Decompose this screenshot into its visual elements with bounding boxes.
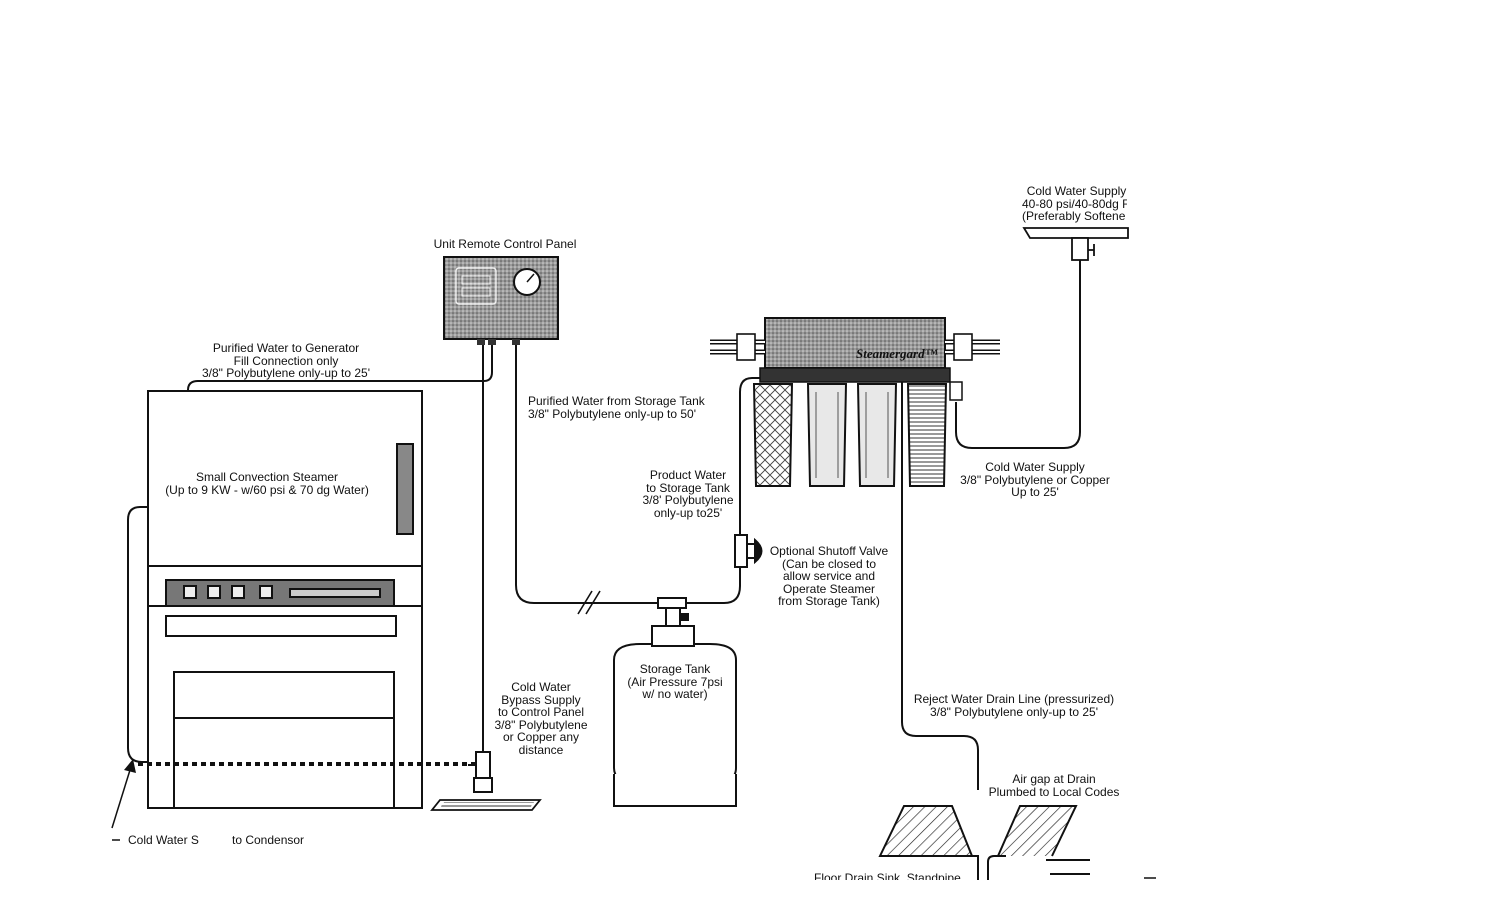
shutoff-valve-icon: [734, 534, 763, 568]
filter-cartridge-icon: [806, 383, 848, 487]
cold-supply-mid-label: Cold Water Supply 3/8" Polybutylene or C…: [960, 460, 1110, 499]
remote-control-panel: [443, 256, 559, 345]
purified-from-tank-line: [515, 342, 662, 604]
steamergard-brand: Steamergard™: [856, 346, 938, 361]
steamer-label: Small Convection Steamer (Up to 9 KW - w…: [165, 470, 369, 497]
convection-steamer: [147, 390, 423, 809]
filter-cartridge-icon: [906, 383, 948, 487]
shutoff-valve-label: Optional Shutoff Valve (Can be closed to…: [769, 544, 889, 608]
reject-drain-label: Reject Water Drain Line (pressurized) 3/…: [913, 692, 1115, 719]
condensor-label-b: to Condensor: [232, 833, 305, 847]
condensor-label-a: Cold Water S: [128, 833, 199, 847]
storage-tank: [613, 597, 737, 807]
purified-to-generator-label: Purified Water to Generator Fill Connect…: [202, 341, 370, 380]
storage-tank-label: Storage Tank (Air Pressure 7psi w/ no wa…: [627, 662, 723, 701]
purified-from-tank-label: Purified Water from Storage Tank 3/8" Po…: [528, 394, 705, 421]
air-gap-label: Air gap at Drain Plumbed to Local Codes: [988, 772, 1120, 799]
remote-panel-label: Unit Remote Control Panel: [433, 237, 577, 251]
condensor-arrow: [111, 769, 131, 829]
steamergard-unit: [710, 317, 1000, 487]
valve-icon: [468, 751, 493, 793]
filter-cartridge-icon: [856, 383, 898, 487]
water-lines: [127, 258, 1081, 790]
floor-drain-label: Floor Drain Sink, Standpipe: [814, 872, 961, 880]
product-water-line: [680, 377, 772, 604]
bypass-supply-label: Cold Water Bypass Supply to Control Pane…: [494, 680, 588, 757]
filter-cartridge-icon: [752, 383, 794, 487]
product-water-label: Product Water to Storage Tank 3/8' Polyb…: [642, 468, 734, 520]
line-break-mark: [577, 590, 601, 615]
cold-supply-top-label: Cold Water Supply 40-80 psi/40-80dg F (P…: [1022, 185, 1127, 223]
cold-supply-line: [955, 258, 1081, 449]
floor-plate: [430, 799, 542, 811]
floor-drain: [878, 805, 1156, 880]
cold-supply-header: [1022, 227, 1129, 261]
reject-drain-line: [901, 380, 979, 790]
condensor-line: [127, 506, 150, 763]
